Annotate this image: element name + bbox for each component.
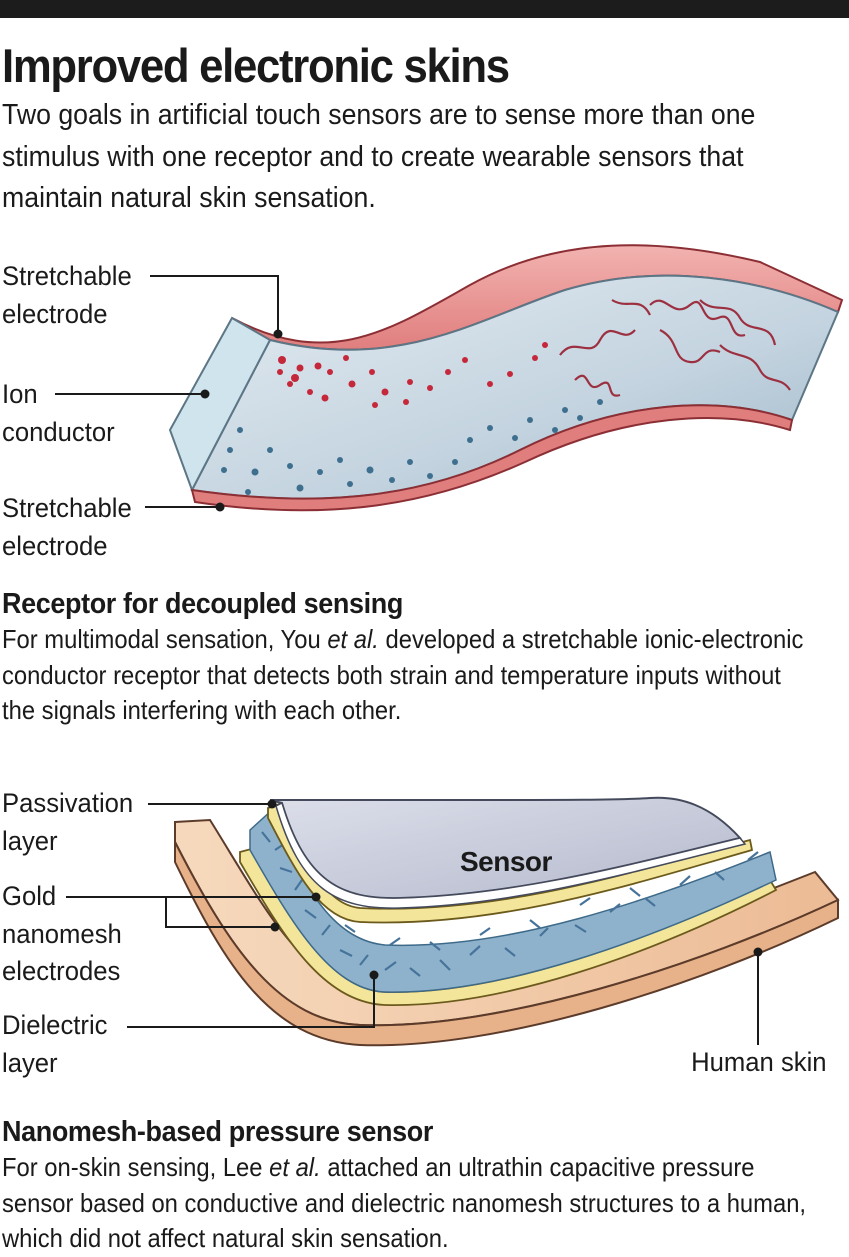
- label-human-skin: Human skin: [691, 1047, 827, 1077]
- passivation-pointer: [267, 799, 277, 809]
- bottom-electrode-layer: [190, 404, 794, 512]
- red-ion-dots: [277, 342, 548, 408]
- receptor-illustration: [55, 244, 844, 512]
- human-skin-pointer: [753, 947, 763, 957]
- gold-top-pointer: [311, 892, 321, 902]
- receptor-heading: Receptor for decoupled sensing: [2, 588, 403, 620]
- ion-conductor-pointer: [200, 389, 210, 399]
- label-stretchable-electrode-bottom: Stretchable electrode: [2, 493, 132, 561]
- sensor-leader-lines: [66, 803, 759, 1045]
- label-stretchable-electrode-top: Stretchable electrode: [2, 261, 132, 329]
- receptor-description: For multimodal sensation, You et al. dev…: [2, 624, 804, 725]
- dielectric-nanomesh: [249, 808, 777, 993]
- page-title: Improved electronic skins: [2, 39, 510, 92]
- nanomesh-description: For on-skin sensing, Lee et al. attached…: [2, 1152, 807, 1253]
- label-dielectric-layer: Dielectric layer: [2, 1010, 108, 1078]
- polymer-strands: [559, 299, 791, 397]
- dielectric-pointer: [369, 970, 379, 980]
- top-rule: [0, 0, 849, 18]
- receptor-leader-lines: [55, 275, 279, 508]
- label-passivation-layer: Passivation layer: [2, 788, 134, 856]
- intro-text: Two goals in artificial touch sensors ar…: [2, 99, 756, 214]
- nanomesh-heading: Nanomesh-based pressure sensor: [2, 1116, 434, 1148]
- label-gold-nanomesh-electrodes: Gold nanomesh electrodes: [2, 881, 122, 986]
- sensor-label: Sensor: [460, 846, 552, 877]
- gold-bottom-pointer: [270, 922, 280, 932]
- top-electrode-pointer: [273, 329, 283, 339]
- blue-ion-dots: [221, 399, 603, 495]
- label-ion-conductor: Ion conductor: [2, 379, 115, 447]
- bottom-electrode-pointer: [215, 502, 225, 512]
